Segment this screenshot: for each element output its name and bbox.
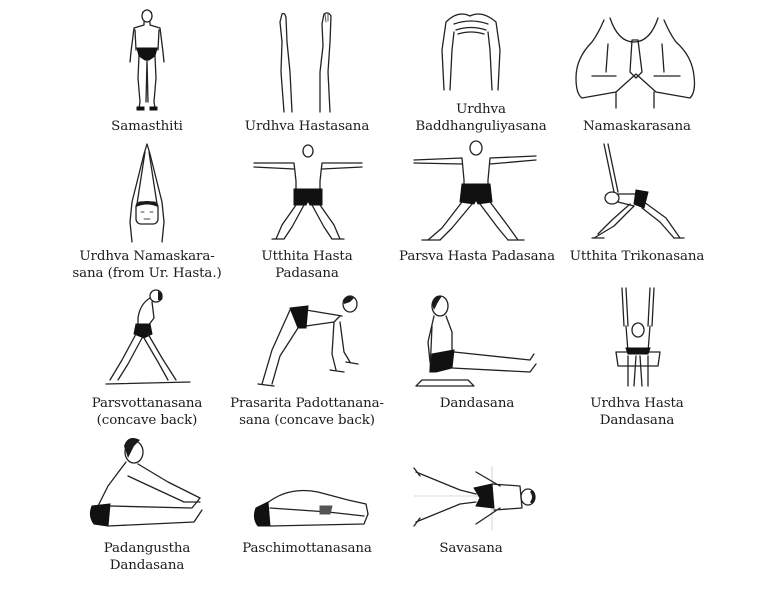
pose-label: Parsvottanasana (concave back): [91, 396, 203, 428]
pose-label: Parsva Hasta Padasana: [399, 249, 555, 264]
side-stretch-illustration: [104, 288, 196, 388]
staff-pose-illustration: [412, 292, 540, 388]
raised-prayer-illustration: [122, 142, 172, 244]
pose-label: Dandasana: [439, 396, 515, 411]
corpse-pose-illustration: [410, 462, 538, 534]
seated-forward-bend-illustration: [248, 486, 370, 532]
interlocked-fingers-illustration: [434, 10, 508, 96]
wide-stance-illustration: [412, 140, 538, 244]
prayer-hands-illustration: [572, 14, 698, 109]
pose-label: Samasthiti: [111, 119, 183, 134]
pose-label: Paschimottanasana: [242, 541, 372, 556]
pose-label: Utthita Hasta Padasana: [261, 249, 353, 281]
pose-label: Namaskarasana: [583, 119, 691, 134]
star-stance-illustration: [252, 143, 364, 243]
triangle-pose-illustration: [590, 142, 686, 242]
pose-label: Urdhva Baddhanguliyasana: [415, 102, 547, 134]
pose-label: Urdhva Hasta Dandasana: [590, 396, 684, 428]
pose-label: Prasarita Padottanana- sana (concave bac…: [230, 396, 384, 428]
seated-raised-arms-illustration: [612, 286, 664, 390]
seated-toe-hold-illustration: [88, 436, 212, 532]
pose-label: Urdhva Hastasana: [244, 119, 370, 134]
pose-label: Padangustha Dandasana: [103, 541, 191, 573]
wide-forward-bend-illustration: [254, 290, 366, 390]
pose-label: Urdhva Namaskara- sana (from Ur. Hasta.): [72, 249, 222, 281]
raised-arms-illustration: [276, 12, 340, 113]
pose-label: Savasana: [439, 541, 503, 556]
standing-figure-illustration: [120, 8, 174, 112]
pose-label: Utthita Trikonasana: [569, 249, 705, 264]
